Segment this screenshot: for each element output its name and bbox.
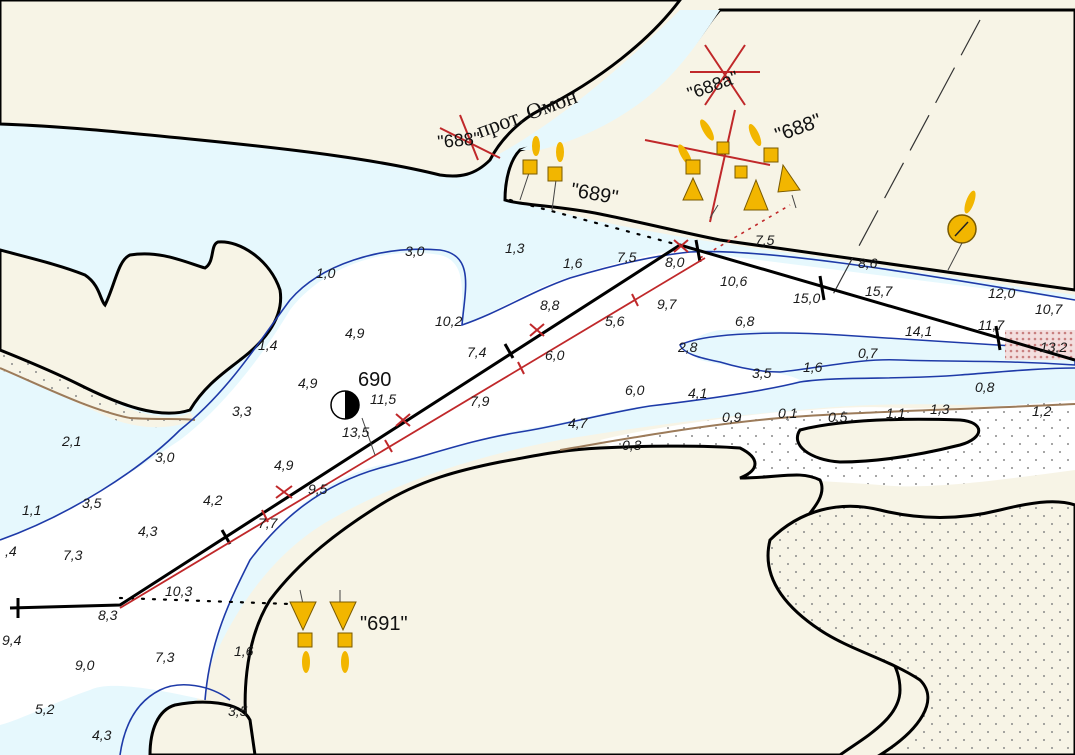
depth-sounding: 2,8 — [677, 339, 698, 355]
island-right — [796, 417, 981, 464]
island-lower-left — [148, 700, 257, 755]
depth-sounding: 9,7 — [657, 296, 678, 312]
depth-sounding: 1,6 — [563, 255, 583, 271]
depth-sounding: 1,1 — [886, 405, 905, 421]
depth-sounding: 1,2 — [1032, 403, 1052, 419]
depth-sounding: 2,1 — [61, 433, 81, 449]
depth-sounding: 0,3 — [622, 437, 642, 453]
depth-sounding: 10,7 — [1035, 301, 1063, 317]
depth-sounding: 10,2 — [435, 313, 462, 329]
depth-sounding: 6,0 — [625, 382, 645, 398]
depth-sounding: 1,3 — [930, 401, 950, 417]
sign-690: 690 — [358, 369, 391, 391]
sailing-line — [119, 257, 706, 609]
depth-sounding: 3,5 — [82, 495, 102, 511]
depth-sounding: 9,0 — [75, 657, 95, 673]
depth-sounding: 7,3 — [155, 649, 175, 665]
depth-sounding: 13,5 — [342, 424, 369, 440]
depth-sounding: 12,0 — [988, 285, 1015, 301]
depth-sounding: 1,0 — [316, 265, 336, 281]
depth-sounding: 3,3 — [232, 403, 252, 419]
cancel-cross-icon — [644, 109, 771, 223]
shoal-island — [679, 332, 1075, 373]
sign-691: "691" — [360, 613, 408, 635]
depth-sounding: 4,3 — [92, 727, 112, 743]
depth-sounding: 7,7 — [258, 515, 279, 531]
depth-sounding: 1,6 — [803, 359, 823, 375]
depth-sounding: 3,5 — [228, 703, 248, 719]
lateral-beacon-icon — [289, 589, 357, 673]
depth-sounding: 1,6 — [234, 643, 254, 659]
depth-sounding: 7,5 — [617, 249, 637, 265]
channel-upper-band — [520, 10, 720, 150]
depth-sounding: 1,1 — [22, 502, 41, 518]
depth-sounding: 5,2 — [35, 701, 55, 717]
depth-sounding: 5,6 — [605, 313, 625, 329]
depth-sounding: 0,7 — [858, 345, 879, 361]
depth-sounding: 10,6 — [720, 273, 747, 289]
sign-688-cancelled: "688" — [437, 128, 481, 152]
sailing-line-marks — [261, 239, 689, 523]
lateral-beacon-icon — [519, 136, 564, 211]
depth-contour-1 — [0, 248, 1075, 541]
depth-sounding: 11,7 — [978, 317, 1005, 333]
depth-sounding: 14,1 — [905, 323, 932, 339]
depth-sounding: 6,8 — [735, 313, 755, 329]
depth-sounding: 4,3 — [138, 523, 158, 539]
depth-sounding: 3,0 — [405, 243, 425, 259]
depth-sounding: 3,0 — [155, 449, 175, 465]
alignment-line-688 — [699, 204, 791, 259]
fairway-line — [9, 243, 1075, 610]
depth-sounding: 0,9 — [722, 409, 742, 425]
shore-line-left — [0, 367, 196, 421]
depth-sounding: 9,5 — [308, 481, 328, 497]
deep-water — [0, 250, 1075, 725]
half-filled-buoy-icon — [330, 390, 376, 456]
depth-sounding: 4,2 — [203, 492, 223, 508]
shore-line-right — [559, 403, 1075, 451]
depth-sounding: 4,7 — [568, 415, 589, 431]
depth-sounding: 4,9 — [345, 325, 365, 341]
depth-sounding: 0,8 — [975, 379, 995, 395]
depth-sounding: 3,5 — [752, 365, 772, 381]
depth-sounding: 8,8 — [540, 297, 560, 313]
depth-sounding: 10,3 — [165, 583, 192, 599]
depth-sounding: 4,1 — [688, 385, 707, 401]
depth-sounding: 4,9 — [298, 375, 318, 391]
land-top-left — [0, 0, 682, 178]
depth-sounding: 7,5 — [755, 232, 775, 248]
depth-sounding: 1,3 — [505, 240, 525, 256]
lateral-beacon-icon — [678, 119, 801, 219]
land-upper-left — [0, 240, 283, 415]
depth-sounding: 11,5 — [370, 391, 396, 407]
depth-sounding: 15,0 — [793, 290, 820, 306]
depth-sounding: 0,1 — [778, 405, 797, 421]
depth-sounding: 13,2 — [1040, 339, 1067, 355]
depth-sounding: 8,6 — [858, 255, 878, 271]
cancel-cross-icon — [690, 44, 760, 106]
cancel-cross-icon — [439, 114, 501, 161]
depth-sounding: 7,3 — [63, 547, 83, 563]
depth-sounding: 4,9 — [274, 457, 294, 473]
round-beacon-icon — [947, 190, 977, 271]
depth-sounding: 1,4 — [258, 337, 278, 353]
depth-soundings: 3,0 1,3 1,6 7,5 8,0 7,5 8,6 1,0 10,6 15,… — [2, 232, 1067, 743]
depth-sounding: 9,4 — [2, 632, 22, 648]
depth-sounding: 8,3 — [98, 607, 118, 623]
depth-sounding: 8,0 — [665, 254, 685, 270]
dotted-land-lower-right — [766, 500, 1075, 755]
depth-sounding: 0,5 — [828, 409, 848, 425]
depth-contour-3 — [119, 684, 231, 755]
fairway-ticks — [16, 239, 1002, 618]
depth-sounding: 7,9 — [470, 393, 490, 409]
rock-area — [1005, 330, 1075, 360]
depth-contour-2 — [204, 367, 1075, 701]
alignment-line-689 — [508, 198, 692, 250]
depth-sounding: ,4 — [5, 543, 17, 559]
depth-sounding: 7,4 — [467, 344, 487, 360]
depth-sounding: 15,7 — [865, 283, 893, 299]
depth-sounding: 6,0 — [545, 347, 565, 363]
